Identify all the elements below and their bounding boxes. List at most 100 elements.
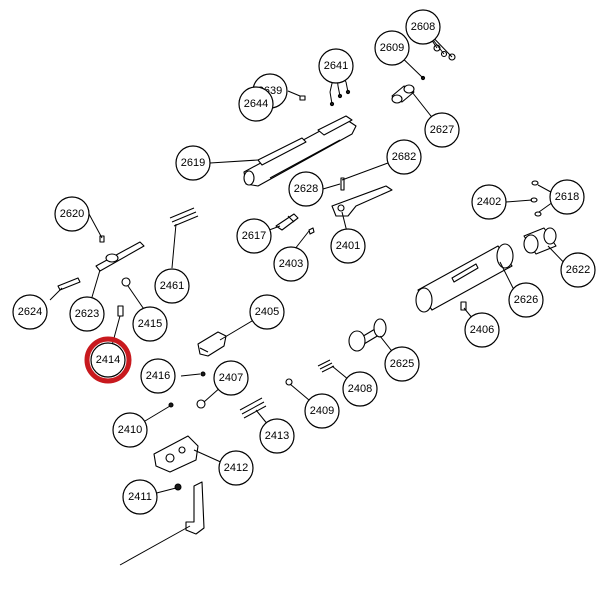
callout-bubble	[560, 252, 596, 288]
callout-2626: 2626	[508, 282, 544, 318]
part-2411	[185, 481, 205, 535]
callout-label: 2619	[181, 157, 205, 169]
part-2641	[329, 81, 351, 107]
part-2625	[117, 305, 124, 317]
part-2628	[99, 235, 105, 243]
callout-2411: 2411	[122, 479, 158, 515]
callout-label: 2617	[242, 230, 266, 242]
callout-bubble	[122, 479, 158, 515]
callout-label: 2409	[310, 405, 334, 417]
callout-label: 2625	[390, 358, 414, 370]
callout-label: 2408	[348, 383, 372, 395]
callout-2608: 2608	[405, 9, 441, 45]
part-2412	[174, 483, 182, 491]
callout-bubble	[471, 184, 507, 220]
part-2403	[523, 227, 557, 255]
part-2410	[153, 435, 199, 473]
callout-bubble	[464, 312, 500, 348]
callout-bubble	[90, 342, 126, 378]
callout-bubble	[154, 268, 190, 304]
callout-2625: 2625	[384, 346, 420, 382]
callout-2413: 2413	[259, 418, 295, 454]
callout-label: 2406	[470, 324, 494, 336]
callout-bubble	[424, 112, 460, 148]
callout-2415: 2415	[132, 306, 168, 342]
callout-bubble	[318, 48, 354, 84]
callout-label: 2402	[477, 196, 501, 208]
callout-label: 2608	[411, 21, 435, 33]
callout-bubble	[132, 306, 168, 342]
part-2416	[196, 399, 206, 409]
callout-bubble	[259, 418, 295, 454]
part-2409	[239, 397, 267, 419]
callout-2402: 2402	[471, 184, 507, 220]
part-2623	[121, 277, 131, 287]
callout-bubble	[405, 9, 441, 45]
callout-2682: 2682	[386, 139, 422, 175]
callout-2622: 2622	[560, 252, 596, 288]
callout-label: 2407	[219, 372, 243, 384]
callout-label: 2628	[294, 183, 318, 195]
callout-label: 2626	[514, 294, 538, 306]
callout-layer: 2608260926412639264426272682261926282620…	[12, 9, 596, 515]
callout-2641: 2641	[318, 48, 354, 84]
callout-label: 2410	[118, 424, 142, 436]
callout-label: 2413	[265, 430, 289, 442]
callout-label: 2682	[392, 151, 416, 163]
callout-2412: 2412	[218, 450, 254, 486]
part-2619	[340, 177, 345, 191]
callout-bubble	[384, 346, 420, 382]
callout-2618: 2618	[549, 179, 585, 215]
callout-bubble	[12, 294, 48, 330]
callout-label: 2414	[96, 354, 120, 366]
part-2402	[531, 180, 542, 217]
callout-bubble	[304, 393, 340, 429]
callout-bubble	[386, 139, 422, 175]
callout-bubble	[69, 296, 105, 332]
callout-2401: 2401	[330, 228, 366, 264]
callout-bubble	[213, 360, 249, 396]
callout-bubble	[249, 294, 285, 330]
callout-2407: 2407	[213, 360, 249, 396]
callout-bubble	[330, 228, 366, 264]
callout-2416: 2416	[140, 358, 176, 394]
part-2622	[169, 207, 199, 227]
callout-bubble	[238, 86, 274, 122]
callout-2409: 2409	[304, 393, 340, 429]
callout-2403: 2403	[273, 246, 309, 282]
callout-label: 2416	[146, 370, 170, 382]
callout-2405: 2405	[249, 294, 285, 330]
callout-2406: 2406	[464, 312, 500, 348]
callout-label: 2622	[566, 264, 590, 276]
callout-bubble	[54, 196, 90, 232]
callout-label: 2609	[380, 42, 404, 54]
callout-bubble	[549, 179, 585, 215]
callout-label: 2618	[555, 191, 579, 203]
callout-bubble	[175, 145, 211, 181]
part-2608	[433, 44, 456, 61]
callout-label: 2415	[138, 318, 162, 330]
callout-label: 2623	[75, 308, 99, 320]
callout-2623: 2623	[69, 296, 105, 332]
callout-2627: 2627	[424, 112, 460, 148]
callout-label: 2644	[244, 98, 268, 110]
callout-2609: 2609	[374, 30, 410, 66]
part-2618	[308, 227, 315, 235]
callout-label: 2461	[160, 280, 184, 292]
callout-bubble	[374, 30, 410, 66]
callout-2410: 2410	[112, 412, 148, 448]
callout-2461: 2461	[154, 268, 190, 304]
callout-label: 2620	[60, 208, 84, 220]
callout-bubble	[342, 371, 378, 407]
highlight-ring	[84, 336, 132, 384]
callout-bubble	[508, 282, 544, 318]
callout-2628: 2628	[288, 171, 324, 207]
callout-label: 2412	[224, 462, 248, 474]
part-2407	[317, 359, 335, 373]
callout-2617: 2617	[236, 218, 272, 254]
part-2408	[285, 378, 293, 386]
callout-2414: 2414	[90, 342, 126, 378]
part-2461	[415, 243, 514, 313]
